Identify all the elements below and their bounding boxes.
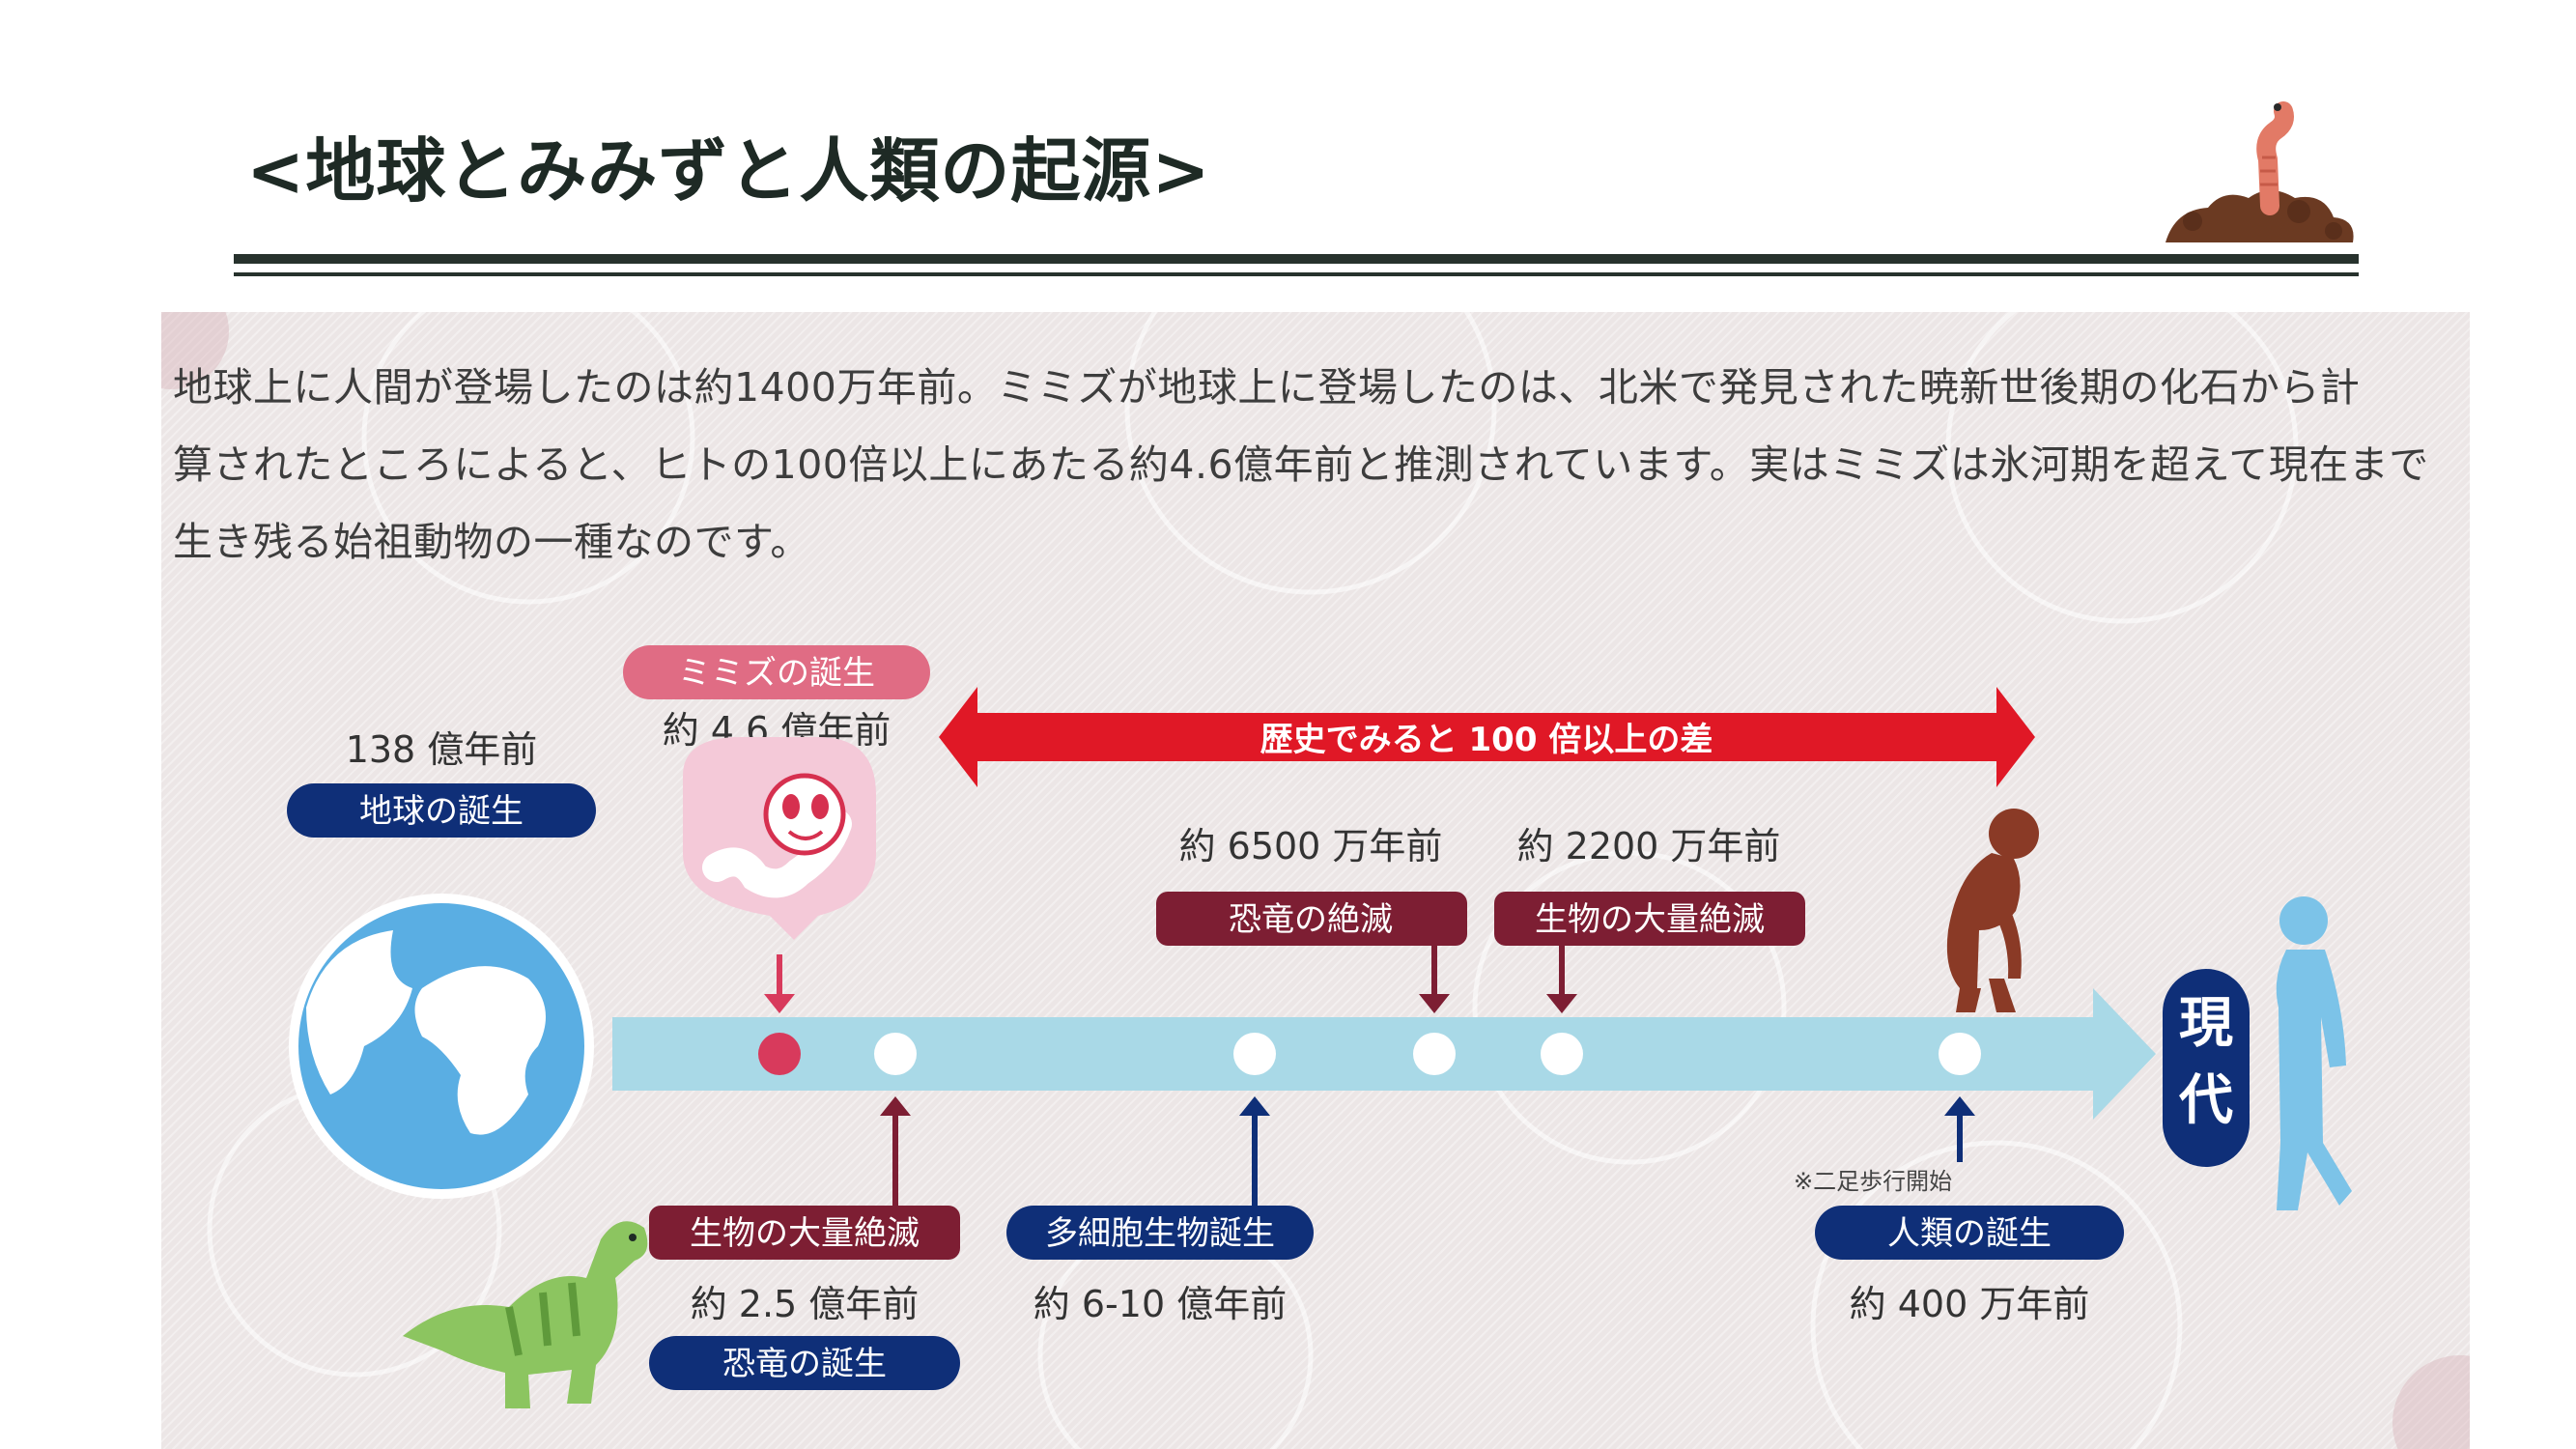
bipedal-note: ※二足歩行開始 [1794,1168,1952,1195]
multicellular-label: 多細胞生物誕生 [1045,1214,1275,1253]
title-rule-thick [234,254,2359,264]
present-label-char-2: 代 [2178,1069,2233,1132]
multicellular-time: 約 6-10 億年前 [1033,1283,1287,1325]
multicellular-arrow [1239,1096,1270,1206]
worm-birth-badge [623,645,930,699]
mass-extinction-1-dot [874,1033,917,1075]
mass-extinction-1-arrow [880,1096,911,1206]
intro-line-1: 地球上に人間が登場したのは約1400万年前。ミミズが地球上に登場したのは、北米で… [173,364,2361,411]
human-birth-badge [1815,1206,2124,1260]
intro-line-3: 生き残る始祖動物の一種なのです。 [173,519,810,565]
intro-text: 地球上に人間が登場したのは約1400万年前。ミミズが地球上に登場したのは、北米で… [173,349,2462,581]
ape-icon [1946,809,2039,1012]
dinosaur-birth-label: 恐竜の誕生 [722,1345,887,1383]
earth-birth-badge [287,783,596,838]
mass-extinction-1-label: 生物の大量絶滅 [690,1214,920,1253]
title-rule-thin [234,272,2359,276]
page-title: <地球とみみずと人類の起源> [246,130,1211,212]
earth-birth-label: 地球の誕生 [359,792,524,831]
worm-soil-icon [2166,101,2354,242]
mass-extinction-2-time: 約 2200 万年前 [1517,825,1781,867]
worm-down-arrow [764,954,795,1013]
dinosaur-extinction-time: 約 6500 万年前 [1179,825,1443,867]
mass-extinction-2-arrow [1546,946,1577,1013]
mass-extinction-2-dot [1541,1033,1583,1075]
human-birth-dot [1939,1033,1981,1075]
worm-character-icon [683,737,876,940]
mass-extinction-1-badge [649,1206,960,1260]
human-icon [2276,896,2352,1210]
multicellular-badge [1006,1206,1314,1260]
worm-birth-label: ミミズの誕生 [678,654,875,693]
human-birth-arrow [1944,1096,1975,1162]
worm-birth-dot [758,1033,801,1075]
dinosaur-birth-badge [649,1336,960,1390]
present-label-char-1: 現 [2179,992,2233,1055]
timeline-bar [612,988,2156,1120]
mass-extinction-2-label: 生物の大量絶滅 [1535,900,1765,939]
human-birth-label: 人類の誕生 [1887,1214,2052,1253]
mass-extinction-1-time: 約 2.5 億年前 [691,1283,920,1325]
history-arrow-label: 歴史でみると 100 倍以上の差 [1260,721,1713,759]
dinosaur-extinction-dot [1413,1033,1456,1075]
present-marker: 現 代 [2163,969,2250,1167]
history-panel: 地球上に人間が登場したのは約1400万年前。ミミズが地球上に登場したのは、北米で… [161,312,2470,1449]
dinosaur-extinction-badge [1156,892,1467,946]
human-birth-time: 約 400 万年前 [1850,1283,2090,1325]
dinosaur-icon [403,1221,648,1408]
history-difference-arrow: 歴史でみると 100 倍以上の差 [939,687,2035,787]
timeline-diagram: 歴史でみると 100 倍以上の差 138 億年前 地球の誕生 ミミズの誕生 約 … [287,645,2352,1408]
intro-line-2: 算されたところによると、ヒトの100倍以上にあたる約4.6億年前と推測されていま… [173,441,2429,488]
earth-birth-time: 138 億年前 [346,728,538,771]
earth-icon [289,894,594,1199]
dinosaur-extinction-label: 恐竜の絶滅 [1229,900,1393,939]
mass-extinction-2-badge [1494,892,1805,946]
multicellular-dot [1233,1033,1276,1075]
dinosaur-extinction-arrow [1419,946,1450,1013]
